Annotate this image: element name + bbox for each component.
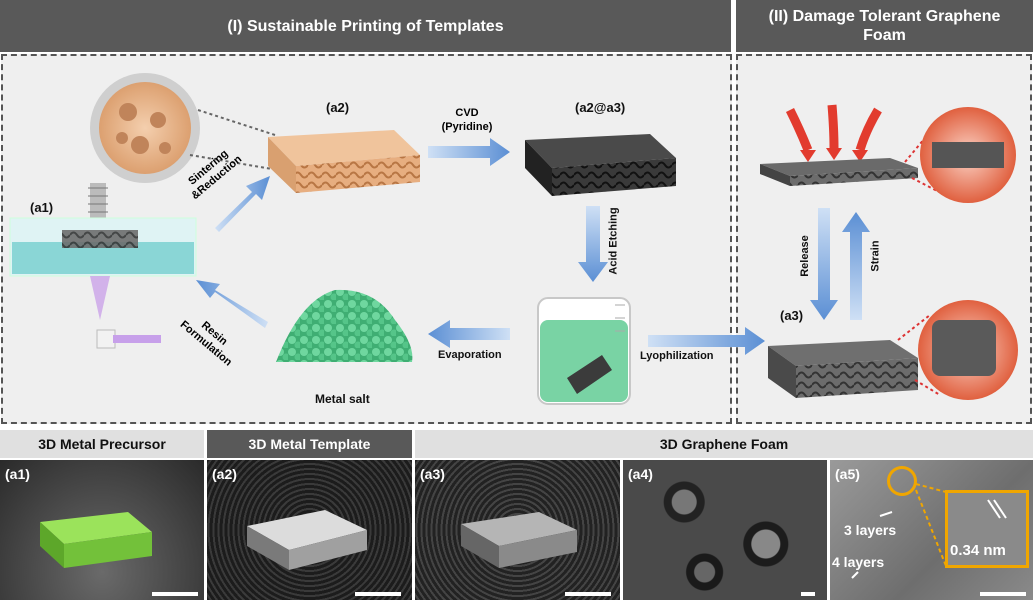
scale-bar-a5 — [980, 592, 1026, 596]
green-lattice-graphic — [40, 512, 152, 568]
compressed-foam — [760, 104, 1016, 203]
arrow-resin — [196, 280, 268, 328]
photo-a4-label: (a4) — [628, 466, 653, 482]
strip-precursor: 3D Metal Precursor — [0, 430, 204, 458]
process-diagram — [9, 73, 1018, 405]
label-a3: (a3) — [780, 308, 804, 323]
photo-a4: (a4) — [623, 460, 827, 600]
photo-a2-label: (a2) — [212, 466, 237, 482]
arrow-lyophilization — [648, 327, 765, 355]
released-foam — [768, 300, 1018, 400]
label-a1: (a1) — [30, 200, 54, 215]
label-a2: (a2) — [326, 100, 350, 115]
metal-template-graphic — [247, 510, 367, 570]
strip-foam: 3D Graphene Foam — [415, 430, 1033, 458]
printer-setup — [9, 183, 197, 349]
arrow-sintering — [215, 176, 270, 232]
arrow-cvd — [428, 138, 510, 166]
cvd-line1: CVD — [455, 107, 479, 119]
tem-zoom-circle — [887, 466, 917, 496]
scale-bar-a1 — [152, 592, 198, 596]
section-i-header: (I) Sustainable Printing of Templates — [0, 0, 731, 52]
metal-salt-pile — [276, 289, 413, 362]
coated-lattice — [525, 134, 676, 196]
label-acid-etching: Acid Etching — [607, 207, 620, 275]
photo-a3: (a3) — [415, 460, 620, 600]
photo-a3-label: (a3) — [420, 466, 445, 482]
tem-inset — [945, 490, 1029, 568]
arrow-evaporation — [428, 320, 510, 348]
copper-zoom-circle — [90, 73, 279, 183]
section-ii-title-line2: Foam — [863, 27, 906, 44]
label-a2a3: (a2@a3) — [575, 100, 626, 115]
label-spacing: 0.34 nm — [950, 542, 1006, 559]
scale-bar-a4 — [801, 592, 815, 596]
section-ii-title-line1: (II) Damage Tolerant Graphene — [768, 8, 1001, 25]
label-metal-salt: Metal salt — [315, 392, 370, 406]
strip-template-label: 3D Metal Template — [248, 436, 371, 452]
copper-lattice — [268, 130, 420, 193]
photo-a5-label: (a5) — [835, 466, 860, 482]
label-release: Release — [798, 235, 811, 277]
beaker — [537, 297, 631, 405]
label-lyophilization: Lyophilization — [640, 350, 714, 362]
label-cvd: CVD (Pyridine) — [432, 106, 502, 134]
strip-precursor-label: 3D Metal Precursor — [38, 436, 166, 452]
label-3-layers: 3 layers — [844, 522, 897, 538]
label-evaporation: Evaporation — [438, 349, 502, 361]
arrow-release — [810, 208, 838, 320]
arrow-acid — [578, 206, 608, 282]
scale-bar-a3 — [565, 592, 611, 596]
photo-a1-label: (a1) — [5, 466, 30, 482]
strip-foam-label: 3D Graphene Foam — [659, 436, 789, 452]
photo-a5: 3 layers 4 layers 0.34 nm (a5) — [830, 460, 1033, 600]
section-i-title: (I) Sustainable Printing of Templates — [227, 17, 504, 35]
photo-a1: (a1) — [0, 460, 204, 600]
strip-template: 3D Metal Template — [207, 430, 412, 458]
arrow-strain — [842, 212, 870, 320]
label-strain: Strain — [869, 240, 882, 272]
label-4-layers: 4 layers — [832, 554, 885, 570]
graphene-foam-graphic — [461, 512, 577, 568]
scale-bar-a2 — [355, 592, 401, 596]
cvd-line2: (Pyridine) — [441, 121, 493, 133]
section-ii-header: (II) Damage Tolerant Graphene Foam — [736, 0, 1033, 52]
photo-a2: (a2) — [207, 460, 412, 600]
tem-overlay — [851, 483, 1007, 579]
